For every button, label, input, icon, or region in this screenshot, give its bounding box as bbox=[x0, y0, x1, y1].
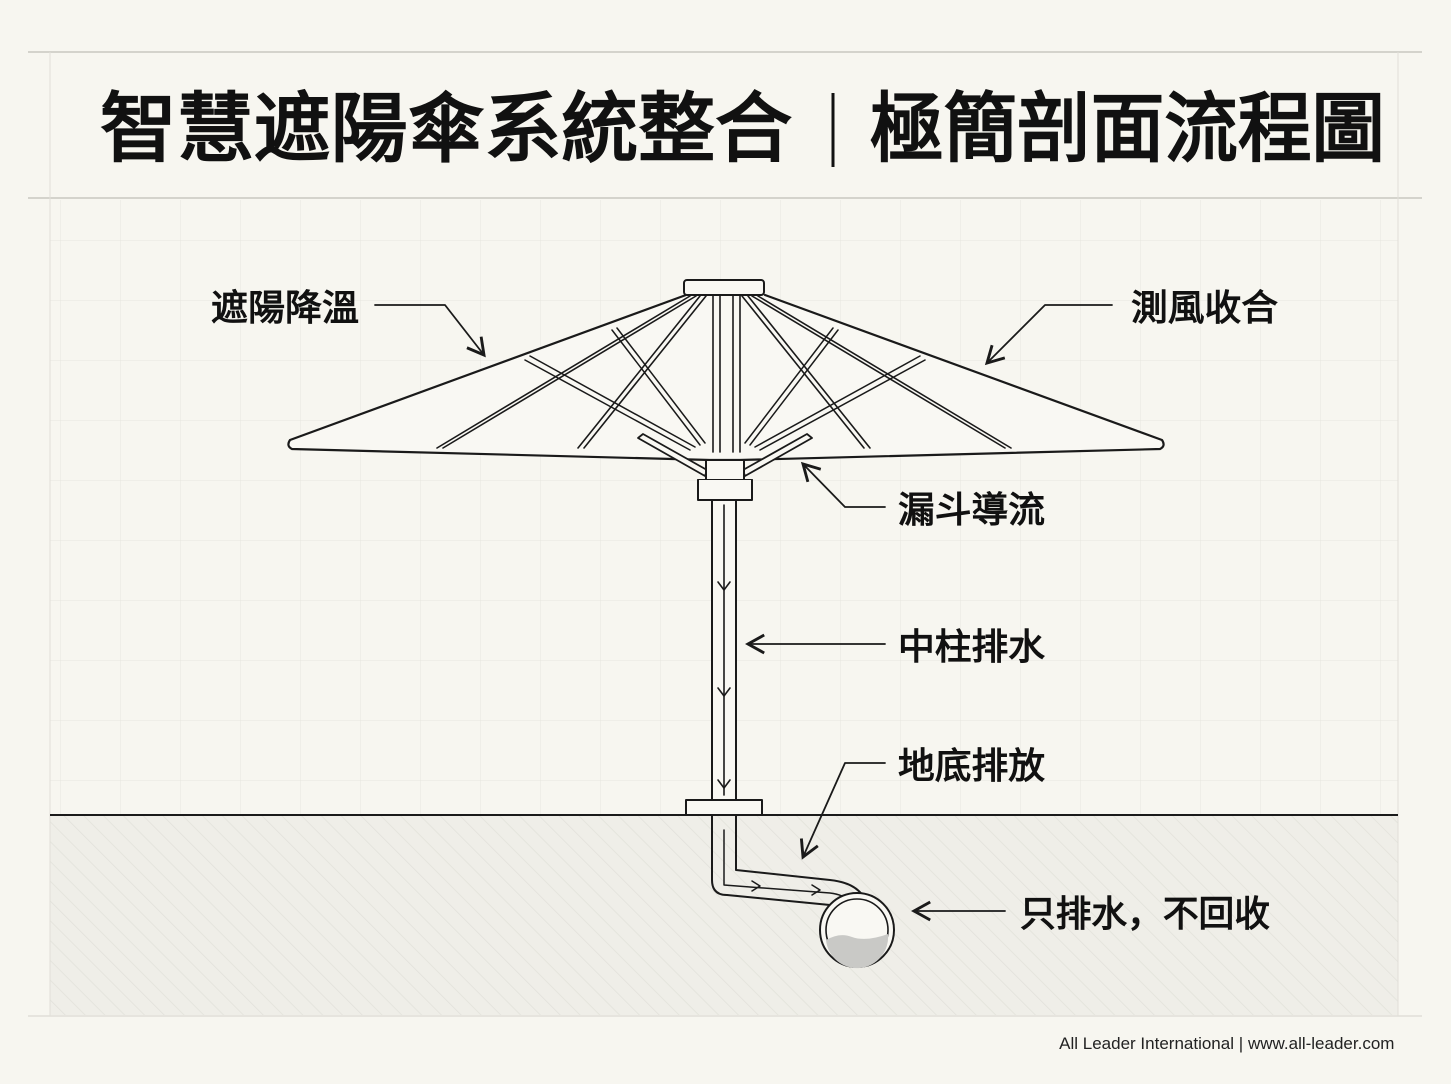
label-drain-only: 只排水，不回收 bbox=[1020, 894, 1270, 935]
leader-shade bbox=[374, 304, 486, 358]
base-plate bbox=[685, 799, 763, 816]
footer-website: www.all-leader.com bbox=[1247, 1034, 1394, 1053]
leader-funnel bbox=[800, 461, 886, 508]
label-pole-drain: 中柱排水 bbox=[898, 627, 1046, 668]
canopy-top-cap bbox=[683, 279, 765, 296]
umbrella bbox=[287, 279, 1165, 969]
label-shade-cooling: 遮陽降溫 bbox=[211, 288, 359, 329]
title-main: 智慧遮陽傘系統整合 bbox=[100, 84, 792, 173]
label-ground-discharge: 地底排放 bbox=[898, 746, 1045, 787]
footer-company: All Leader International bbox=[1059, 1034, 1234, 1053]
label-wind-sensing: 測風收合 bbox=[1131, 288, 1278, 329]
canopy-braces bbox=[524, 327, 926, 451]
leader-ground bbox=[799, 762, 886, 860]
leader-wind bbox=[984, 304, 1113, 366]
footer-divider: | bbox=[1239, 1034, 1243, 1053]
basin-water bbox=[826, 934, 889, 969]
title-sub: 極簡剖面流程圖 bbox=[870, 84, 1385, 173]
label-funnel-guide: 漏斗導流 bbox=[898, 490, 1045, 531]
pole-flow-arrows bbox=[717, 504, 731, 796]
